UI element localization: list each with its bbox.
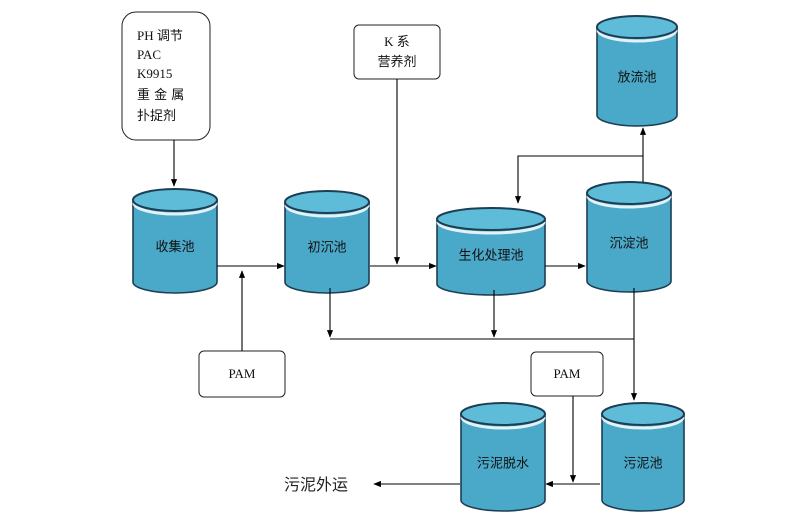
tank-highlight <box>601 416 685 430</box>
reagent-k-series: K 系 <box>384 34 410 49</box>
output-label: 污泥外运 <box>284 475 348 494</box>
tank-body <box>596 26 678 127</box>
tank-top <box>601 402 685 426</box>
reagent-box-pam-right: PAM <box>530 351 604 397</box>
tank-top <box>284 190 370 214</box>
tank-collection-label: 收集池 <box>155 239 194 255</box>
pam-left-label: PAM <box>229 366 256 381</box>
reagent-pac: PAC <box>137 47 161 62</box>
tank-bio-label: 生化处理池 <box>458 248 523 263</box>
tank-biological-treatment: 生化处理池 <box>436 207 546 296</box>
tank-primary-label: 初沉池 <box>307 241 346 256</box>
tank-top <box>460 402 546 426</box>
tank-sludge-dewatering: 污泥脱水 <box>460 402 546 512</box>
tank-highlight <box>132 202 218 216</box>
reagent-box-ph: PH 调节 PAC K9915 重 金 属 扑捉剂 <box>121 11 211 141</box>
tank-body <box>460 413 546 512</box>
tank-sludge: 污泥池 <box>601 402 685 512</box>
arrow-return-to-bio <box>514 155 643 204</box>
tank-top <box>436 207 546 231</box>
tank-highlight <box>284 204 370 218</box>
tank-collection: 收集池 <box>132 188 218 294</box>
tank-primary-settling: 初沉池 <box>284 190 370 294</box>
reagent-box-pam-left: PAM <box>198 350 286 398</box>
tank-highlight <box>586 195 672 209</box>
reagent-box-k: K 系 营养剂 <box>353 24 441 80</box>
pam-right-label: PAM <box>554 366 581 381</box>
flow-lines <box>170 79 647 488</box>
tank-top <box>586 181 672 205</box>
tank-settling: 沉淀池 <box>586 181 672 293</box>
reagent-nutrient: 营养剂 <box>377 54 416 70</box>
reagent-heavy-metal: 重 金 属 <box>137 87 184 103</box>
tank-body <box>132 199 218 294</box>
tank-discharge: 放流池 <box>596 15 678 127</box>
tank-highlight <box>596 29 678 43</box>
tank-body <box>586 192 672 293</box>
tank-dewater-label: 污泥脱水 <box>477 456 529 471</box>
tank-settling-label: 沉淀池 <box>609 237 648 252</box>
tank-body <box>601 413 685 512</box>
tank-highlight <box>436 221 546 235</box>
reagent-k9915: K9915 <box>137 66 172 81</box>
tank-highlight <box>460 416 546 430</box>
tank-sludge-label: 污泥池 <box>623 456 662 471</box>
tank-discharge-label: 放流池 <box>617 71 656 86</box>
tank-top <box>132 188 218 212</box>
tank-top <box>596 15 678 39</box>
reagent-ph: PH 调节 <box>137 28 183 43</box>
reagent-capture-agent: 扑捉剂 <box>137 109 176 124</box>
